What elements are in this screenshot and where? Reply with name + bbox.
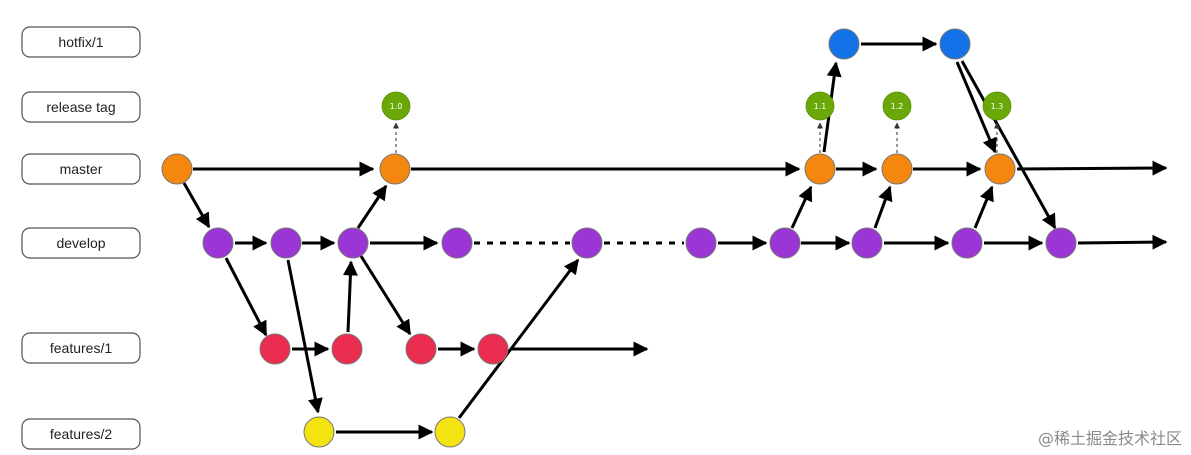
branch-label-master-text: master [60, 161, 103, 177]
features1-commit [259, 333, 291, 365]
features1-commit [405, 333, 437, 365]
master-line-5 [1016, 160, 1168, 176]
branch-label-features-2: features/2 [21, 418, 141, 450]
merge-lines [182, 60, 1057, 419]
branch-label-develop-text: develop [56, 235, 105, 251]
features2-to-develop-arrow [457, 258, 580, 419]
features2-commit [303, 416, 335, 448]
develop-to-master-arrow-2 [790, 185, 813, 229]
develop-to-master-arrow-3 [873, 185, 893, 229]
develop-to-master-arrow-4 [973, 185, 994, 229]
tag-node-1-3: 1.3 [982, 91, 1012, 121]
branch-label-release-tag-text: release tag [46, 99, 115, 115]
master-commits [161, 153, 1016, 185]
features1-commits [259, 333, 509, 365]
develop-commit [685, 227, 717, 259]
develop-commits [202, 227, 1077, 259]
features1-commit [331, 333, 363, 365]
features1-commit [477, 333, 509, 365]
hotfix-commit [828, 28, 860, 60]
branch-label-hotfix-text: hotfix/1 [58, 34, 103, 50]
master-commit [161, 153, 193, 185]
develop-commit [769, 227, 801, 259]
develop-commit [851, 227, 883, 259]
features2-commit [434, 416, 466, 448]
develop-commit [951, 227, 983, 259]
tag-label-1-1: 1.1 [814, 102, 827, 111]
hotfix-commit [939, 28, 971, 60]
develop-commit [202, 227, 234, 259]
develop-to-master-arrow-1 [356, 184, 388, 229]
branch-label-release-tag: release tag [21, 91, 141, 123]
develop-commit [270, 227, 302, 259]
master-commit [804, 153, 836, 185]
develop-commit [571, 227, 603, 259]
tag-label-1-0: 1.0 [390, 102, 403, 111]
watermark: @稀土掘金技术社区 [1038, 429, 1182, 448]
master-commit [379, 153, 411, 185]
develop-line-8 [1077, 234, 1168, 250]
branch-label-features-1-text: features/1 [50, 340, 112, 356]
develop-to-features1-arrow-2 [359, 255, 412, 336]
tag-connectors [393, 122, 1000, 153]
branch-label-master: master [21, 153, 141, 185]
master-commit [881, 153, 913, 185]
hotfix-commits [828, 28, 971, 60]
develop-commit [441, 227, 473, 259]
tag-node-1-1: 1.1 [805, 91, 835, 121]
release-tags: 1.0 1.1 1.2 1.3 [381, 91, 1012, 121]
branch-label-hotfix: hotfix/1 [21, 26, 141, 58]
hotfix-to-master-arrow [955, 61, 997, 154]
develop-to-features2-arrow [286, 259, 323, 414]
master-to-develop-arrow [182, 182, 211, 229]
features1-to-develop-arrow [342, 260, 358, 333]
tag-label-1-2: 1.2 [891, 102, 904, 111]
branch-label-develop: develop [21, 227, 141, 259]
branch-lines [193, 36, 1168, 440]
tag-node-1-0: 1.0 [381, 91, 411, 121]
features2-commits [303, 416, 466, 448]
develop-commit [1045, 227, 1077, 259]
develop-commit [337, 227, 369, 259]
tag-label-1-3: 1.3 [991, 102, 1004, 111]
branch-label-features-2-text: features/2 [50, 426, 112, 442]
tag-node-1-2: 1.2 [882, 91, 912, 121]
master-commit [984, 153, 1016, 185]
branch-label-features-1: features/1 [21, 332, 141, 364]
hotfix-to-develop-arrow [960, 60, 1057, 230]
develop-to-features1-arrow [224, 257, 268, 337]
